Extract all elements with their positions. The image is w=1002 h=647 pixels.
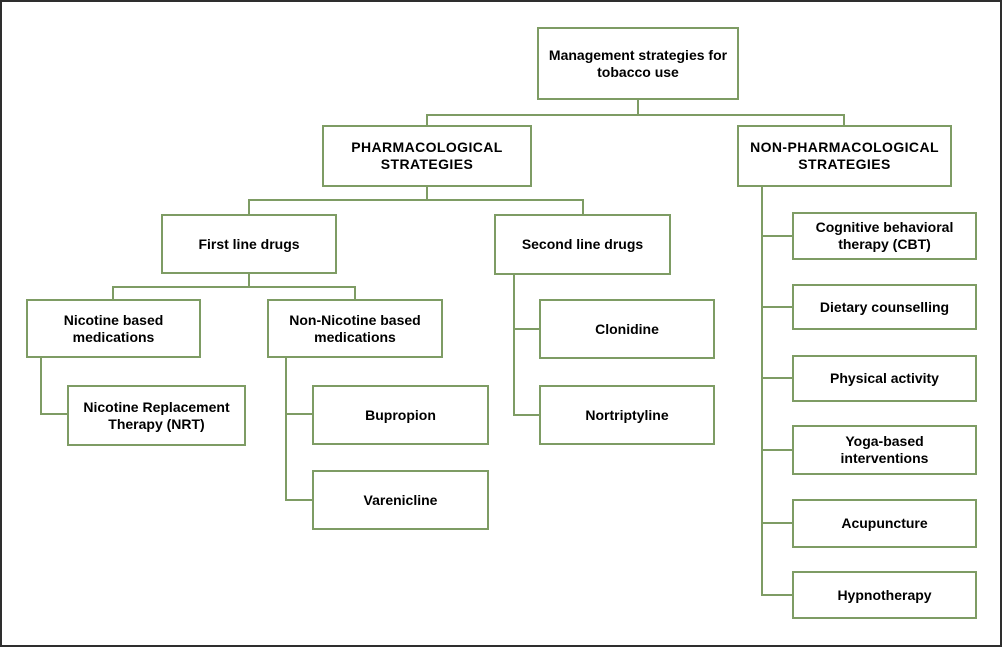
node-management-strategies: Management strategies for tobacco use bbox=[537, 27, 739, 100]
node-non-nicotine-based-medications: Non-Nicotine based medications bbox=[267, 299, 443, 358]
connector bbox=[582, 199, 584, 214]
connector bbox=[761, 522, 792, 524]
node-nicotine-replacement-therapy: Nicotine Replacement Therapy (NRT) bbox=[67, 385, 246, 446]
node-dietary-counselling: Dietary counselling bbox=[792, 284, 977, 330]
node-pharmacological-strategies: PHARMACOLOGICAL STRATEGIES bbox=[322, 125, 532, 187]
node-bupropion: Bupropion bbox=[312, 385, 489, 445]
node-non-pharmacological-strategies: NON-PHARMACOLOGICAL STRATEGIES bbox=[737, 125, 952, 187]
connector bbox=[112, 286, 114, 299]
connector bbox=[761, 187, 763, 596]
connector bbox=[285, 358, 287, 501]
node-yoga-based-interventions: Yoga-based interventions bbox=[792, 425, 977, 475]
connector bbox=[426, 187, 428, 201]
node-clonidine: Clonidine bbox=[539, 299, 715, 359]
node-physical-activity: Physical activity bbox=[792, 355, 977, 402]
node-first-line-drugs: First line drugs bbox=[161, 214, 337, 274]
connector bbox=[112, 286, 356, 288]
node-nortriptyline: Nortriptyline bbox=[539, 385, 715, 445]
connector bbox=[248, 199, 250, 214]
connector bbox=[761, 594, 792, 596]
connector bbox=[761, 449, 792, 451]
connector bbox=[637, 100, 639, 116]
connector bbox=[426, 114, 428, 125]
connector bbox=[761, 235, 792, 237]
node-hypnotherapy: Hypnotherapy bbox=[792, 571, 977, 619]
connector bbox=[248, 199, 584, 201]
connector bbox=[40, 358, 42, 415]
connector bbox=[426, 114, 845, 116]
connector bbox=[761, 377, 792, 379]
connector bbox=[285, 413, 312, 415]
node-acupuncture: Acupuncture bbox=[792, 499, 977, 548]
connector bbox=[354, 286, 356, 299]
connector bbox=[513, 275, 515, 416]
connector bbox=[513, 414, 539, 416]
node-second-line-drugs: Second line drugs bbox=[494, 214, 671, 275]
connector bbox=[248, 274, 250, 288]
connector bbox=[843, 114, 845, 125]
connector bbox=[761, 306, 792, 308]
node-nicotine-based-medications: Nicotine based medications bbox=[26, 299, 201, 358]
node-varenicline: Varenicline bbox=[312, 470, 489, 530]
connector bbox=[285, 499, 312, 501]
connector bbox=[513, 328, 539, 330]
connector bbox=[40, 413, 67, 415]
node-cognitive-behavioral-therapy: Cognitive behavioral therapy (CBT) bbox=[792, 212, 977, 260]
